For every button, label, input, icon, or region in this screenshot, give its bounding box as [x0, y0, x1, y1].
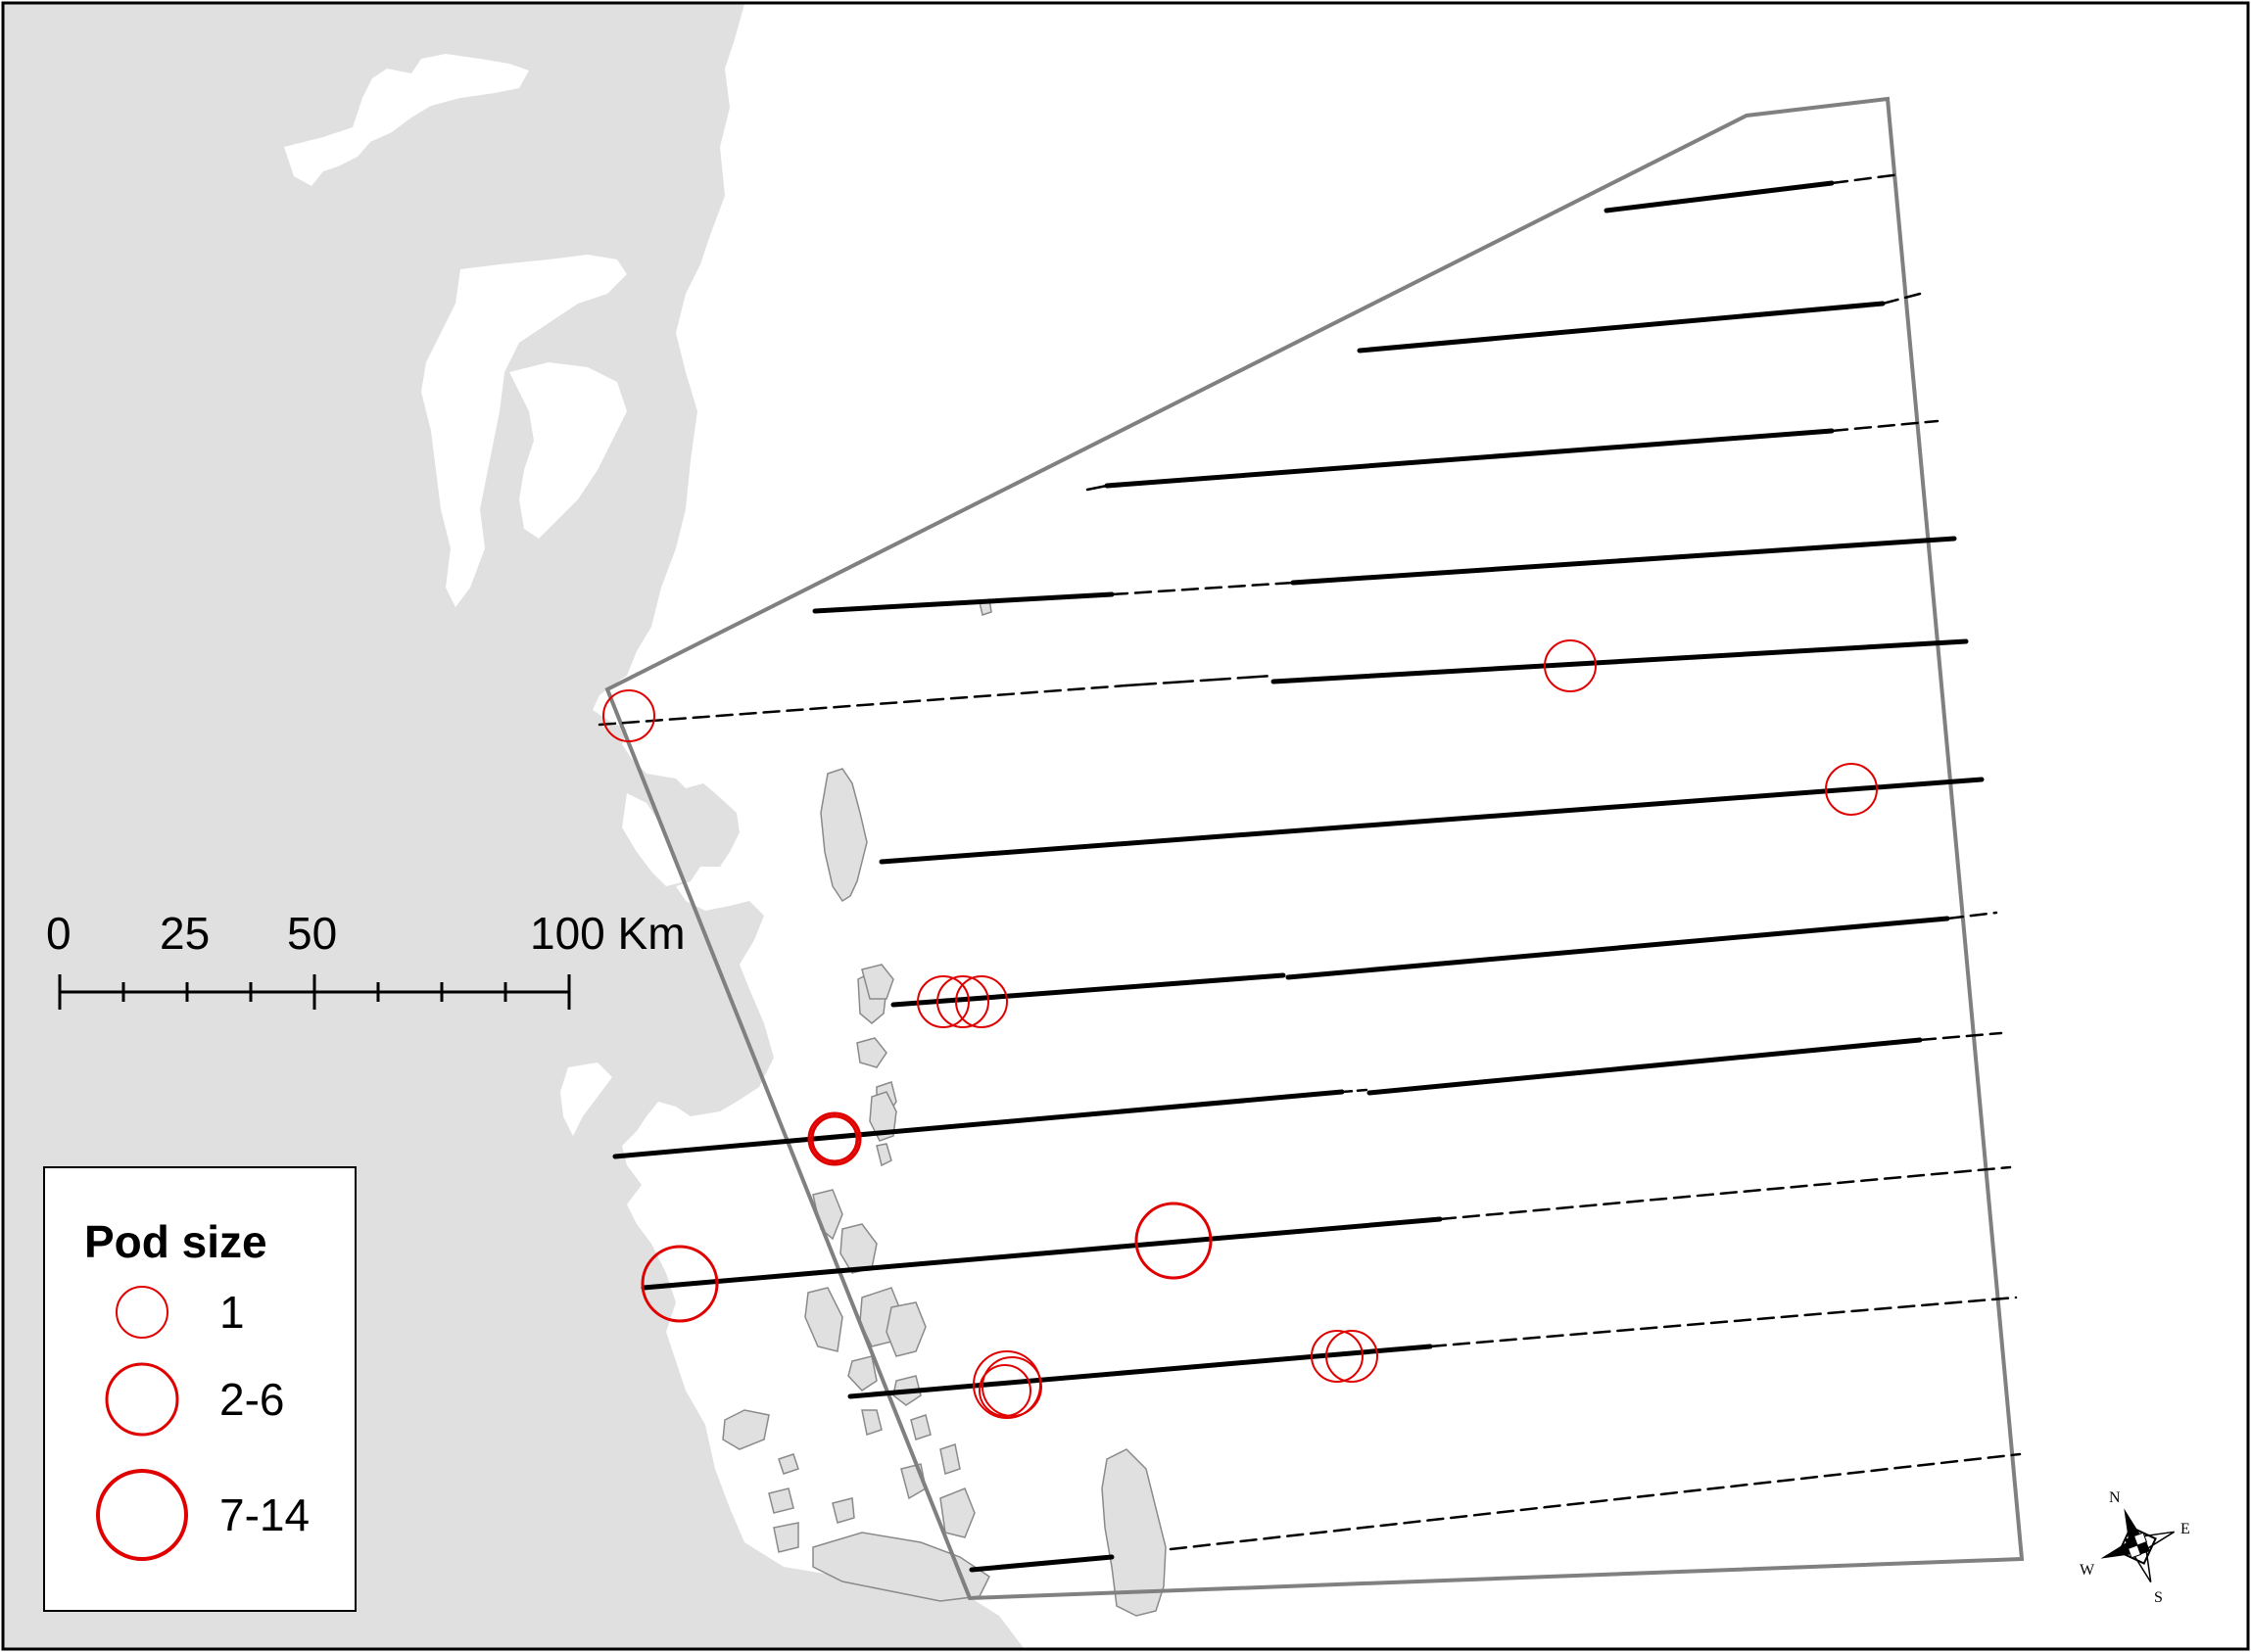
island-cluster-d	[876, 1143, 892, 1167]
survey-boundary	[604, 96, 2025, 1601]
sighting-marker	[979, 1364, 1031, 1417]
scale-bar	[58, 974, 571, 1010]
transect-line	[1830, 419, 1940, 433]
island-9	[847, 1355, 878, 1392]
transect-line	[1830, 172, 1902, 185]
sighting-marker	[602, 689, 655, 742]
sightings	[602, 639, 1878, 1419]
scale-label-25: 25	[160, 908, 211, 959]
legend-title: Pod size	[84, 1216, 267, 1267]
island-cluster-a	[861, 964, 894, 1000]
fjord-inlet-4	[622, 793, 686, 886]
sighting-marker	[917, 975, 970, 1028]
sighting-marker	[1544, 639, 1597, 692]
transect-line	[598, 684, 1128, 727]
transect-line	[969, 1554, 1115, 1573]
transect-line	[1169, 1452, 2022, 1551]
transect-line	[879, 777, 1985, 865]
transect-line	[847, 1344, 1433, 1399]
transect-line	[890, 972, 1286, 1008]
transect-line	[812, 591, 1115, 614]
transect-line	[1881, 292, 1922, 306]
sighting-marker	[641, 1245, 719, 1323]
island-15	[939, 1443, 961, 1475]
sighting-marker	[936, 975, 989, 1028]
island-cluster-b	[856, 1037, 887, 1068]
island-14	[910, 1414, 932, 1440]
fjord-inlet-1	[284, 54, 529, 186]
sighting-marker	[810, 1114, 859, 1163]
island-20	[832, 1497, 855, 1524]
compass-n: N	[2109, 1489, 2121, 1506]
transect-line	[1125, 674, 1275, 687]
island-1	[820, 768, 868, 903]
fjord-inlet-5	[560, 1062, 612, 1136]
legend-symbol-small	[116, 1286, 168, 1339]
transect-line	[1290, 536, 1957, 586]
legend-label-7-14: 7-14	[219, 1489, 311, 1540]
sighting-marker	[1325, 1330, 1378, 1383]
compass-rose	[2100, 1508, 2175, 1582]
island-11	[722, 1409, 770, 1450]
transect-line	[1110, 581, 1295, 596]
transect-line	[1366, 1037, 1923, 1096]
scale-label-100: 100 Km	[530, 908, 686, 959]
transect-line	[1085, 484, 1109, 492]
transect-line	[1270, 638, 1969, 684]
island-13	[861, 1409, 883, 1436]
transect-line	[1945, 911, 1998, 920]
transect-line	[612, 1089, 1345, 1159]
fjord-inlet-2	[421, 255, 627, 607]
island-elongated-east	[1101, 1448, 1167, 1617]
island-12	[778, 1453, 799, 1475]
island-cluster-c	[869, 1091, 897, 1142]
island-18	[773, 1522, 799, 1553]
scale-label-0: 0	[46, 908, 72, 959]
transect-line	[1604, 180, 1835, 213]
island-19	[939, 1487, 976, 1538]
sighting-marker	[955, 975, 1008, 1028]
sighting-marker	[807, 1111, 862, 1166]
legend-symbol-medium	[105, 1362, 179, 1437]
legend-symbols	[96, 1286, 188, 1561]
compass-w: W	[2080, 1562, 2095, 1579]
transect-line	[1438, 1165, 2012, 1221]
sighting-marker	[1134, 1202, 1213, 1280]
legend-label-2-6: 2-6	[219, 1374, 285, 1425]
sighting-marker	[1825, 763, 1878, 816]
transect-line	[1357, 301, 1886, 354]
island-17	[768, 1487, 794, 1514]
legend-label-1: 1	[219, 1287, 245, 1338]
transect-line	[1285, 916, 1950, 980]
sighting-marker	[1311, 1330, 1364, 1383]
island-7	[804, 1287, 843, 1352]
legend: Pod size 1 2-6 7-14	[43, 1166, 357, 1612]
transect-line	[1918, 1031, 2003, 1042]
legend-symbol-large	[96, 1469, 188, 1561]
scale-label-50: 50	[287, 908, 338, 959]
transect-line	[1104, 428, 1835, 489]
transect-line	[1340, 1088, 1368, 1094]
compass-s: S	[2154, 1589, 2163, 1606]
transect-line	[641, 1216, 1443, 1291]
compass-e: E	[2180, 1521, 2190, 1537]
island-8	[886, 1301, 927, 1357]
fjord-inlet-3	[509, 362, 627, 539]
transect-lines	[598, 172, 2022, 1573]
transect-line	[1428, 1296, 2018, 1348]
